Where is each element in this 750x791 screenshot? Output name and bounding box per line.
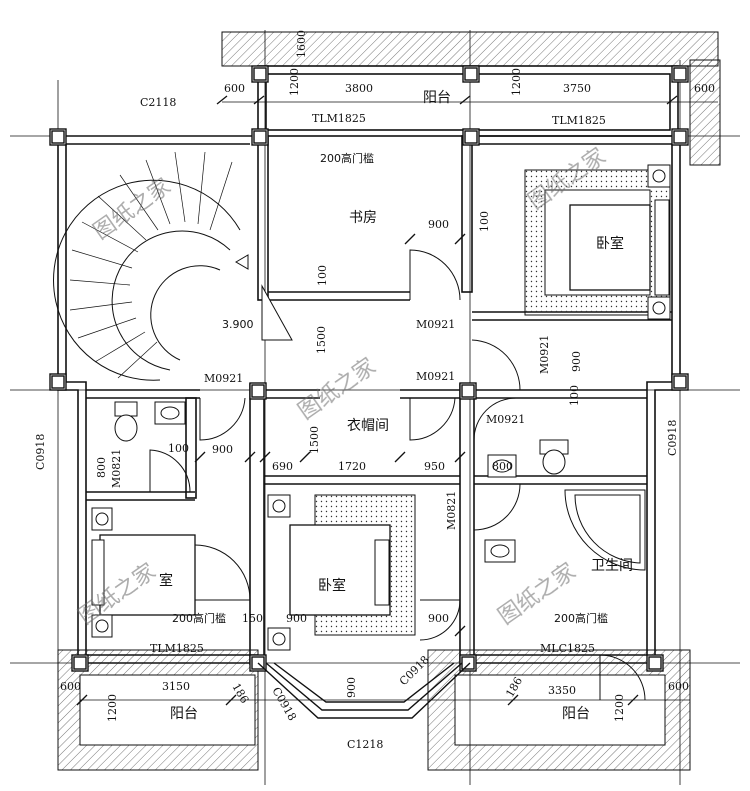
dim-3350: 3350	[548, 684, 576, 697]
dim-690: 690	[272, 460, 293, 473]
dim-900-bay: 900	[345, 677, 358, 698]
dim-1500-b: 1500	[308, 426, 321, 454]
bay-window	[257, 284, 471, 719]
dim-100-study: 100	[316, 265, 329, 286]
dim-900-s: 900	[286, 612, 307, 625]
room-study-label: 书房	[349, 210, 377, 226]
dim-950: 950	[424, 460, 445, 473]
dim-600-nw: 600	[224, 82, 245, 95]
bed-south	[267, 494, 416, 651]
dim-1200-n1: 1200	[288, 68, 301, 96]
dimension-ticks	[76, 95, 678, 706]
exterior-walls	[57, 65, 681, 664]
dim-1200-n2: 1200	[510, 68, 523, 96]
dim-600-ne: 600	[694, 82, 715, 95]
dim-1720: 1720	[338, 460, 366, 473]
window-c1218: C1218	[347, 738, 383, 751]
window-c0918-east: C0918	[666, 420, 679, 456]
roof-edge-south	[57, 649, 691, 771]
door-swings	[149, 249, 646, 701]
dim-600-sw: 600	[60, 680, 81, 693]
door-m0921-ne-bedroom: M0921	[538, 335, 551, 374]
dim-150: 150	[242, 612, 263, 625]
door-tlm1825-north-1: TLM1825	[312, 112, 366, 125]
dim-1600-n1: 1600	[295, 30, 308, 58]
dim-3150: 3150	[162, 680, 190, 693]
door-tlm1825-north-2: TLM1825	[552, 114, 606, 127]
door-m0921-west: M0921	[204, 372, 243, 385]
dim-3800: 3800	[345, 82, 373, 95]
window-c0918-bay-right: C0918	[397, 653, 432, 688]
dim-1200-s2: 1200	[613, 694, 626, 722]
bed-northeast	[524, 164, 671, 320]
window-c0918-west: C0918	[34, 434, 47, 470]
dim-1500-a: 1500	[315, 326, 328, 354]
balcony-se-label: 阳台	[562, 706, 590, 722]
dim-900-west: 900	[212, 443, 233, 456]
door-m0821-sw: M0821	[110, 449, 123, 488]
threshold-note-se: 200高门槛	[554, 611, 608, 625]
door-mlc1825: MLC1825	[540, 642, 595, 655]
dim-800-w: 800	[95, 457, 108, 478]
dim-900-ne: 900	[570, 351, 583, 372]
spiral-staircase	[53, 151, 249, 381]
door-m0921-closet: M0921	[416, 370, 455, 383]
room-bedroom-sw-label: 室	[159, 572, 173, 589]
balcony-sw-label: 阳台	[170, 706, 198, 722]
room-bedroom-ne-label: 卧室	[596, 235, 624, 252]
dim-900-study: 900	[428, 218, 449, 231]
room-closet-label: 衣帽间	[347, 418, 389, 434]
dim-3750: 3750	[563, 82, 591, 95]
room-bathroom-label: 卫生间	[591, 558, 633, 574]
dim-100-ne: 100	[568, 385, 581, 406]
floor-level-note: 3.900	[222, 318, 254, 331]
dim-1200-s1: 1200	[106, 694, 119, 722]
dim-100-east: 100	[478, 211, 491, 232]
door-m0821-ne: M0921	[486, 413, 525, 426]
bed-southwest	[91, 507, 196, 638]
threshold-note-north: 200高门槛	[320, 151, 374, 165]
door-m0921-study: M0921	[416, 318, 455, 331]
balcony-north-label: 阳台	[423, 90, 451, 106]
columns	[49, 65, 689, 672]
window-c0918-bay-left: C0918	[269, 685, 298, 723]
bathroom-fixtures	[114, 401, 646, 571]
dim-800-e: 800	[492, 460, 513, 473]
dim-900-se: 900	[428, 612, 449, 625]
dim-600-se: 600	[668, 680, 689, 693]
room-bedroom-south-label: 卧室	[318, 577, 346, 594]
dim-100-west: 100	[168, 442, 189, 455]
threshold-note-sw: 200高门槛	[172, 611, 226, 625]
door-m0821-se: M0821	[445, 491, 458, 530]
door-tlm1825-sw: TLM1825	[150, 642, 204, 655]
window-c2118: C2118	[140, 96, 176, 109]
